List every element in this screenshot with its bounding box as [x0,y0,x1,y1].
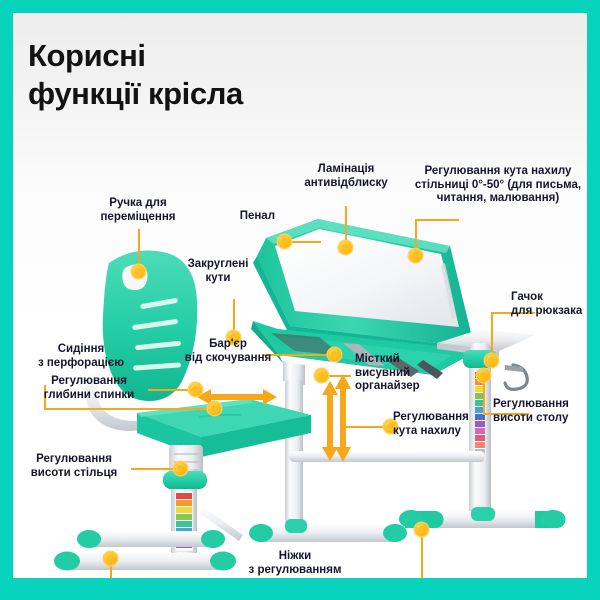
label-tilt-range: Регулювання кута нахилу стільниці 0°-50°… [414,165,582,204]
leader-line-seat-v [44,385,46,409]
callout-dot-rounded-corners[interactable] [227,331,240,344]
callout-dot-chair-height[interactable] [174,462,187,475]
leader-line-lamination [345,206,347,246]
label-chair-height: Регулювання висоти стільця [30,453,118,479]
leader-line-handle [138,229,140,271]
callout-dot-anti-roll-bar[interactable] [328,348,341,361]
label-organizer: Місткий висувний органайзер [355,353,420,392]
leader-line-antiroll [263,354,333,356]
label-backpack-hook: Гачок для рюкзака [511,291,583,317]
callout-dot-tilt-range[interactable] [409,249,422,262]
leader-line-back-depth [148,389,194,391]
page-title-line-1: Корисні [28,38,146,73]
callout-dot-foot-right[interactable] [415,523,428,536]
label-rounded-corners: Закруглені кути [187,258,249,284]
callout-dot-handle[interactable] [132,265,145,278]
desk-height-arrow [335,374,351,462]
leader-line-tilt-angle [343,426,389,428]
leader-line-desk-height-h [483,413,529,415]
product-illustration [13,13,587,578]
leader-line-organizer [321,375,351,377]
seat-depth-arrow [197,389,277,405]
leader-line-foot-left-v [110,558,112,578]
callout-dot-foot-left[interactable] [104,552,117,565]
leader-line-tilt-range-v [415,219,417,254]
callout-dot-lamination[interactable] [339,241,352,254]
callout-dot-back-depth[interactable] [189,383,202,396]
desk-and-chair-svg [54,219,566,571]
label-handle: Ручка для переміщення [100,197,176,223]
leader-line-tilt-range-h [415,219,459,221]
label-desk-height: Регулювання висоти столу [493,398,569,424]
label-tilt-angle: Регулювання кута нахилу [393,411,469,437]
callout-dot-seat-perforated[interactable] [208,402,221,415]
leader-line-chair-height [131,468,179,470]
callout-dot-tilt-angle[interactable] [384,420,397,433]
page-title-line-2: функції крісла [28,76,243,111]
page-title: Корисні функції крісла [28,37,358,113]
leader-line-desk-height-v [483,375,485,415]
chair-height-arrow [322,381,338,461]
leader-line-foot-right-v [421,529,423,578]
label-anti-roll-bar: Бар'єр від скочування [184,338,272,364]
leader-line-backpack-hook-h [491,312,535,314]
label-lamination: Ламінація антивідблиску [304,163,388,189]
leader-line-seat-h [44,408,214,410]
label-seat-perforated: Сидіння з перфорацією [37,343,125,369]
callout-dot-desk-height[interactable] [477,369,490,382]
callout-dot-organizer[interactable] [315,369,328,382]
leader-line-pencil-case [287,241,321,243]
label-adjustable-feet: Ніжки з регулюванням [248,550,342,576]
label-pencil-case: Пенал [239,210,275,222]
leader-line-backpack-hook-v [491,312,493,360]
callout-dot-backpack-hook[interactable] [485,354,498,367]
label-back-depth: Регулювання глибини спинки [43,375,135,401]
poster-canvas: Корисні функції крісла [13,13,587,578]
leader-line-rounded-corners [233,299,235,337]
callout-dot-pencil-case[interactable] [278,235,291,248]
